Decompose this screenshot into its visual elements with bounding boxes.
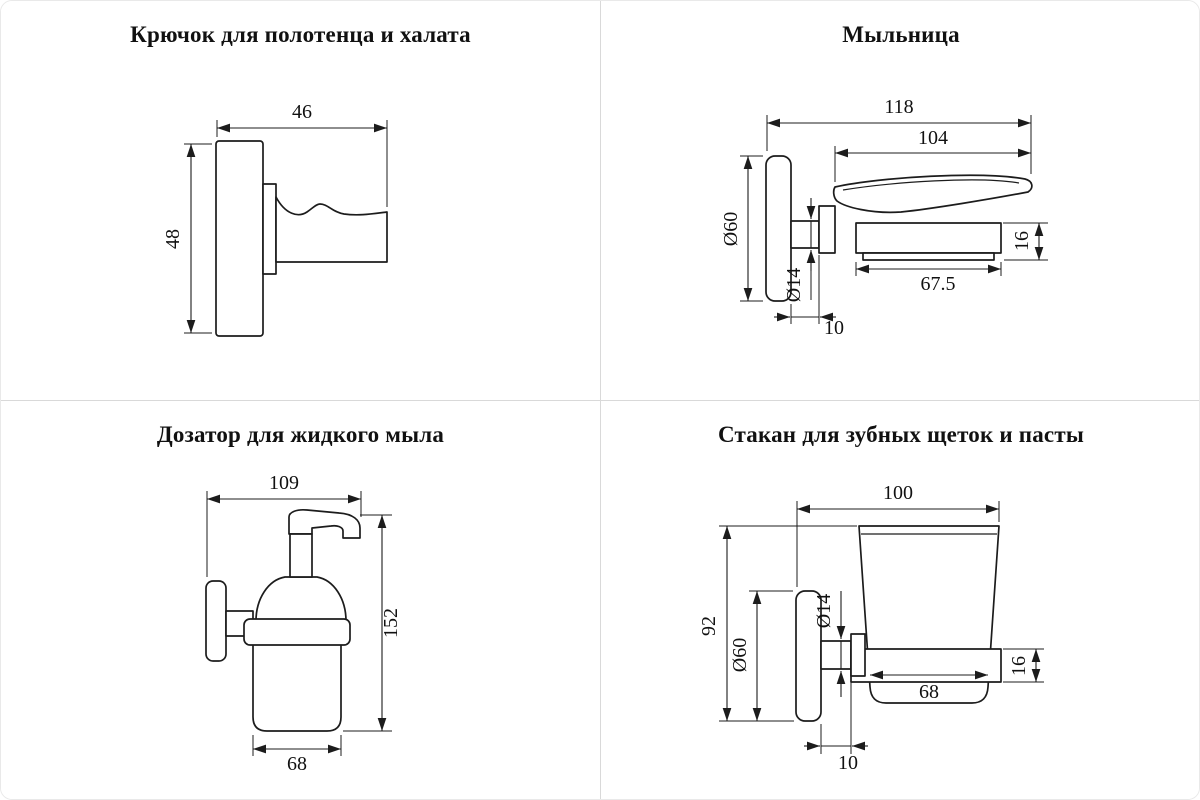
panel-title-tumbler: Стакан для зубных щеток и пасты: [718, 422, 1084, 447]
pump-spout: [288, 508, 361, 539]
dim-label-width: 109: [269, 472, 299, 494]
holder-ring: [855, 222, 1002, 254]
dispenser-object: [205, 508, 361, 732]
soap-dish-dimensions: 118 104 Ø60 Ø14 10: [720, 96, 1048, 339]
pump-shoulder: [255, 576, 347, 622]
panel-title-hook: Крючок для полотенца и халата: [130, 22, 471, 47]
wall-plate: [215, 140, 264, 337]
dim-label-height: 92: [698, 616, 720, 636]
dim-label-holder-height: 16: [1011, 231, 1033, 251]
tumbler-dimensions: 100 92 Ø60 Ø14 16 68: [698, 482, 1044, 774]
dim-label-plate-diameter: Ø60: [729, 638, 751, 672]
dim-label-plate-diameter: Ø60: [720, 212, 742, 246]
panel-title-soap-dish: Мыльница: [842, 22, 960, 47]
mount-flange: [850, 633, 866, 677]
panel-tumbler: Стакан для зубных щеток и пасты 100: [601, 401, 1199, 799]
pump-stem: [289, 533, 313, 578]
mount-arm: [820, 640, 852, 670]
dim-label-wall-offset: 10: [838, 752, 858, 774]
dim-label-overall-width: 118: [884, 96, 913, 118]
holder-ring: [850, 648, 1002, 683]
dim-label-width: 100: [883, 482, 913, 504]
dim-label-arm-diameter: Ø14: [813, 594, 835, 628]
dispenser-dimensions: 109 152 68: [206, 472, 402, 775]
bottle: [252, 642, 342, 732]
hook-flange: [262, 183, 277, 275]
dim-label-height: 152: [380, 608, 402, 638]
dim-label-dish-width: 104: [918, 127, 948, 149]
hook-drawing: 46 48: [162, 101, 388, 337]
dim-label-height: 48: [162, 229, 184, 249]
panel-hook: Крючок для полотенца и халата 46 48: [1, 1, 601, 401]
dim-label-holder-height: 16: [1008, 656, 1030, 676]
dim-label-projection: 46: [292, 101, 312, 123]
hook-body: [275, 196, 388, 263]
mount-arm: [790, 220, 820, 249]
soap-dish-drawing: 118 104 Ø60 Ø14 10: [720, 96, 1048, 339]
panel-soap-dish: Мыльница 118 104: [601, 1, 1199, 401]
hook-object: [215, 140, 388, 337]
dim-label-holder-width: 67.5: [921, 273, 956, 295]
soap-dish-object: [765, 155, 1033, 302]
hook-dimensions: 46 48: [162, 101, 388, 334]
dim-label-cup-width: 68: [919, 681, 939, 703]
holder-ring: [243, 618, 351, 646]
dish-inner-rim: [842, 179, 1020, 191]
panel-title-soap-dispenser: Дозатор для жидкого мыла: [156, 422, 445, 447]
dim-label-arm-diameter: Ø14: [783, 268, 805, 302]
dim-label-wall-offset: 10: [824, 317, 844, 339]
wall-plate: [205, 580, 227, 662]
dim-label-bottle-width: 68: [287, 753, 307, 775]
panel-soap-dispenser: Дозатор для жидкого мыла 109: [1, 401, 601, 799]
soap-dispenser-drawing: 109 152 68: [205, 472, 402, 775]
holder-lip: [862, 252, 995, 261]
mount-flange: [818, 205, 836, 254]
tumbler-drawing: 100 92 Ø60 Ø14 16 68: [698, 482, 1044, 774]
